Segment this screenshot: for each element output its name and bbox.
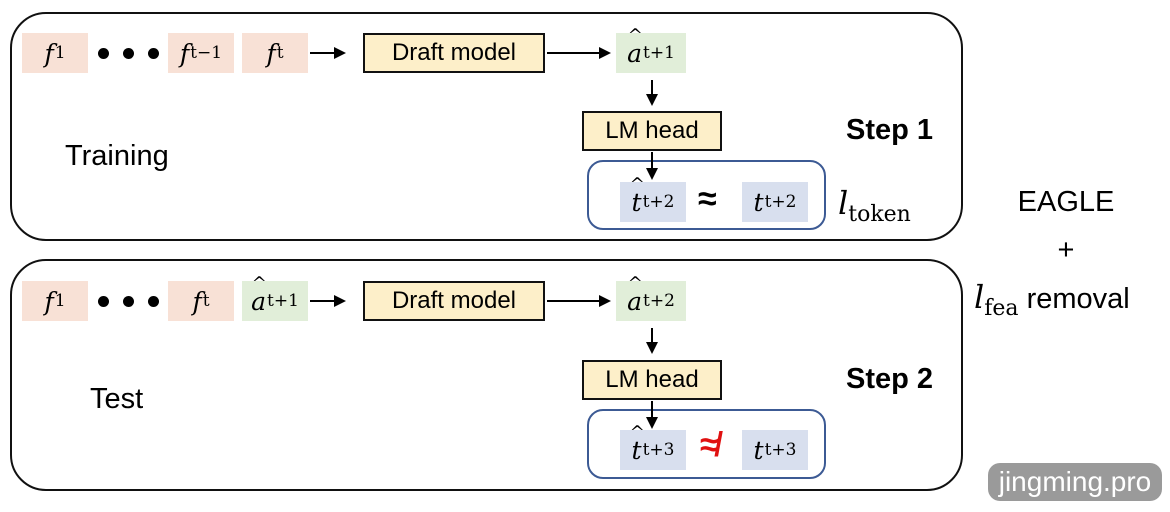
predicted-feature-a-t+1: at+1 xyxy=(616,33,686,73)
arrow-right-icon xyxy=(310,47,346,59)
lm-head-box: LM head xyxy=(582,360,722,400)
draft-model-box: Draft model xyxy=(363,33,545,73)
comparison-box xyxy=(587,409,826,479)
eagle-label: EAGLE xyxy=(1017,186,1115,218)
feature-loss-removal-label: lfea removal xyxy=(974,278,1130,321)
arrow-right-icon xyxy=(547,47,611,59)
step-1-label: Step 1 xyxy=(846,114,934,146)
comparison-box xyxy=(587,160,826,230)
token-loss-label: ltoken xyxy=(838,184,911,227)
draft-model-box: Draft model xyxy=(363,281,545,321)
plus-sign: + xyxy=(1057,234,1075,266)
arrow-right-icon xyxy=(310,295,346,307)
test-label: Test xyxy=(90,383,144,415)
ellipsis-dots xyxy=(98,296,159,307)
lm-head-box: LM head xyxy=(582,111,722,151)
watermark: jingming.pro xyxy=(988,463,1162,501)
arrow-right-icon xyxy=(547,295,611,307)
feature-loss-symbol: lfea xyxy=(974,278,1019,321)
predicted-token-t-t+2: tt+2 xyxy=(620,182,686,222)
ellipsis-dots xyxy=(98,48,159,59)
training-label: Training xyxy=(65,140,169,172)
arrow-down-icon xyxy=(646,80,658,106)
training-panel xyxy=(10,12,963,241)
arrow-down-icon xyxy=(646,328,658,354)
arrow-down-icon xyxy=(646,401,658,429)
predicted-feature-a-t+2: at+2 xyxy=(616,281,686,321)
predicted-token-t-t+3: tt+3 xyxy=(620,430,686,470)
predicted-feature-a-t+1: at+1 xyxy=(242,281,308,321)
test-panel xyxy=(10,259,963,491)
step-2-label: Step 2 xyxy=(846,363,934,395)
not-approx-equal-symbol: ≉ xyxy=(700,426,719,464)
arrow-down-icon xyxy=(646,152,658,180)
approx-equal-symbol: ≈ xyxy=(698,180,717,218)
